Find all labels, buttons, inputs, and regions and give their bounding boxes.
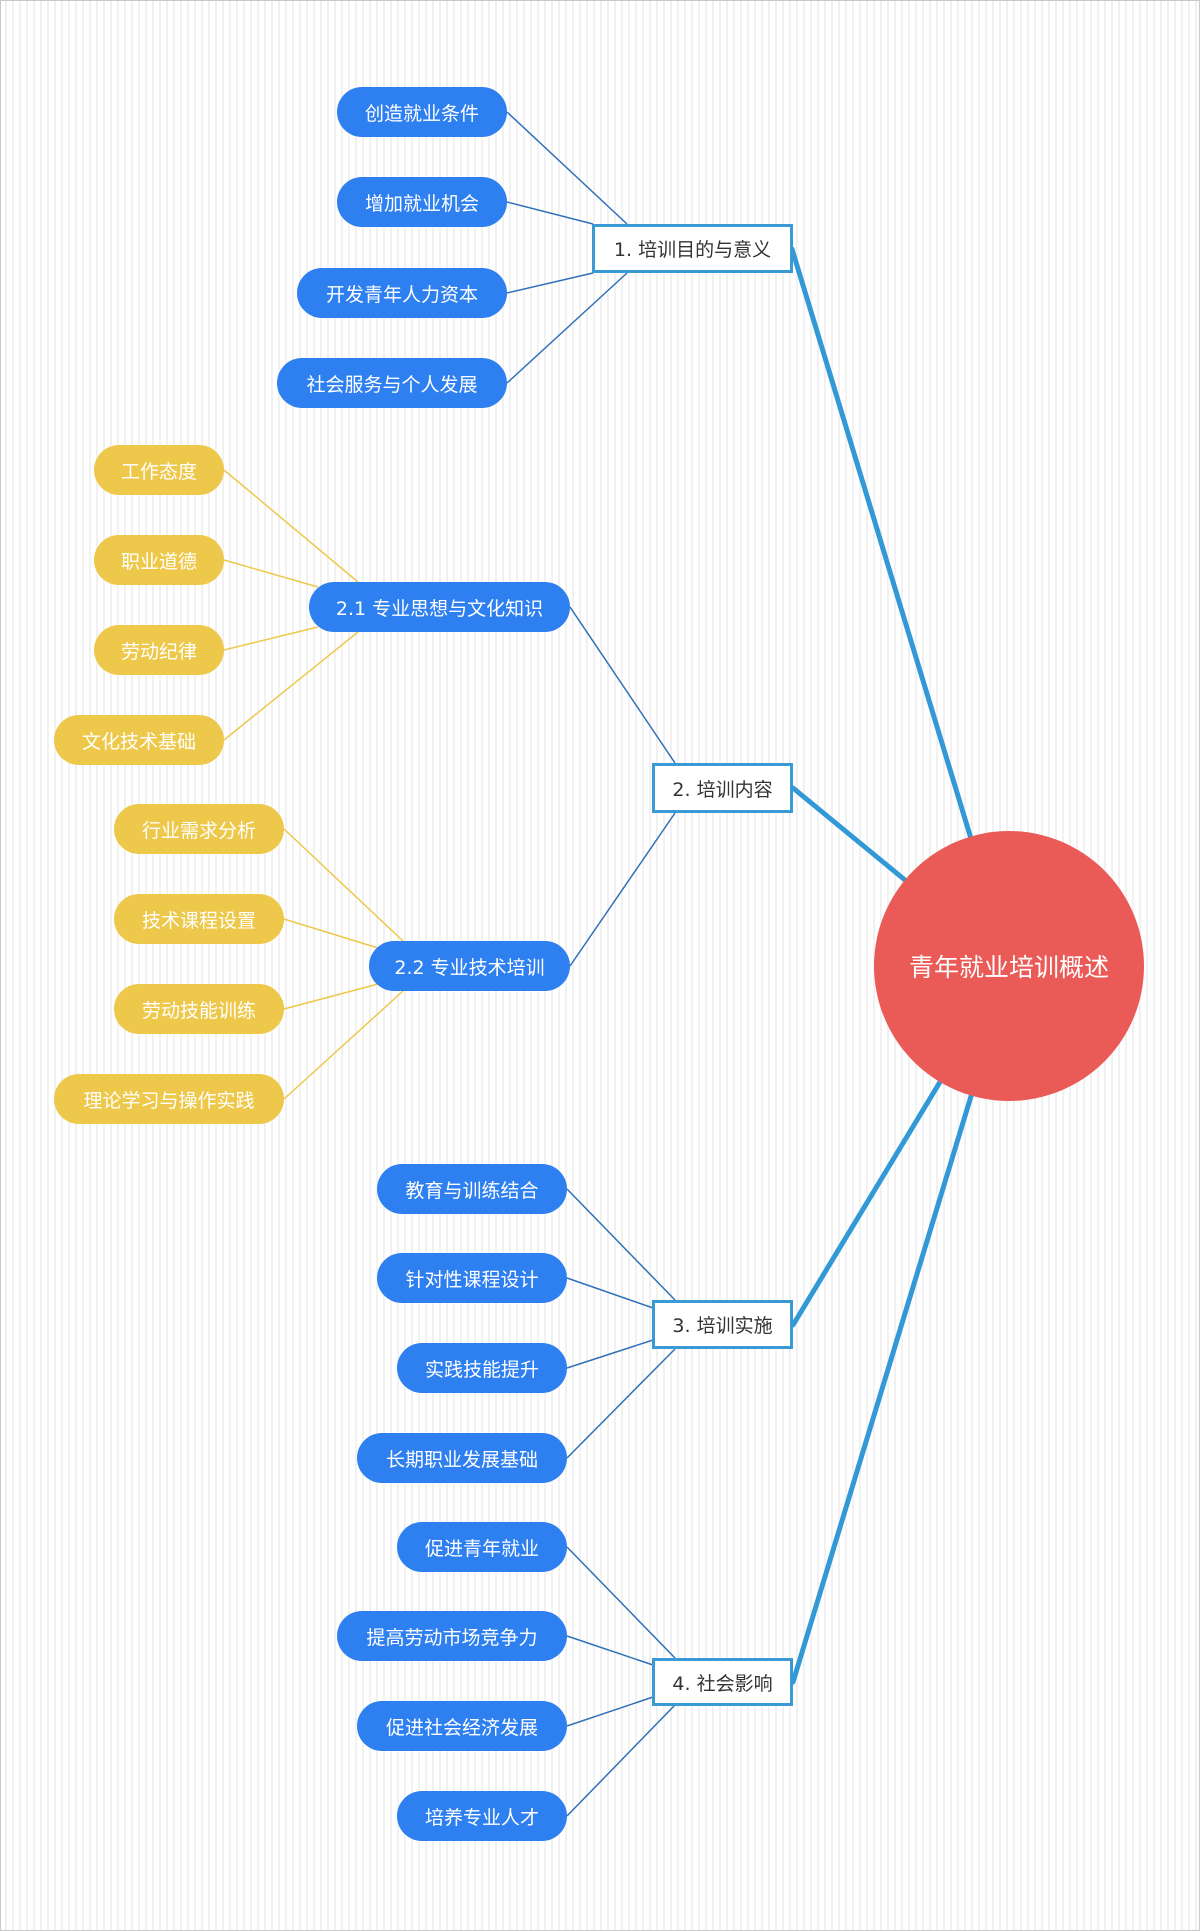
line-b4-c4 <box>566 1704 676 1817</box>
line-s2-c2 <box>283 918 379 949</box>
line-b3-c3 <box>566 1339 654 1369</box>
line-b1-c4 <box>506 272 628 384</box>
line-s2-c4 <box>283 990 404 1100</box>
line-root-b2 <box>790 785 908 883</box>
s2-item-2[interactable]: 技术课程设置 <box>114 894 284 944</box>
line-b2-s1 <box>569 606 676 764</box>
b1-item-4[interactable]: 社会服务与个人发展 <box>277 358 507 408</box>
line-b3-c4 <box>566 1348 676 1459</box>
branch-3-topic[interactable]: 3. 培训实施 <box>652 1300 793 1349</box>
line-s1-c1 <box>223 469 359 583</box>
s1-item-4[interactable]: 文化技术基础 <box>54 715 224 765</box>
b4-item-2[interactable]: 提高劳动市场竞争力 <box>337 1611 567 1661</box>
branch-4-topic[interactable]: 4. 社会影响 <box>652 1658 793 1706</box>
line-root-b3 <box>790 1079 943 1328</box>
line-b2-s2 <box>569 812 676 967</box>
line-b4-c3 <box>566 1696 654 1727</box>
b3-item-4[interactable]: 长期职业发展基础 <box>357 1433 567 1483</box>
line-b3-c1 <box>566 1188 676 1301</box>
line-b4-c1 <box>566 1546 676 1659</box>
s2-item-1[interactable]: 行业需求分析 <box>114 804 284 854</box>
line-b1-c1 <box>506 111 628 225</box>
b3-item-3[interactable]: 实践技能提升 <box>397 1343 567 1393</box>
line-s1-c3 <box>223 626 319 651</box>
s1-item-1[interactable]: 工作态度 <box>94 445 224 495</box>
b1-item-2[interactable]: 增加就业机会 <box>337 177 507 227</box>
b3-item-2[interactable]: 针对性课程设计 <box>377 1253 567 1303</box>
s1-item-3[interactable]: 劳动纪律 <box>94 625 224 675</box>
root-topic[interactable]: 青年就业培训概述 <box>874 831 1144 1101</box>
line-root-b1 <box>789 246 975 845</box>
b4-item-3[interactable]: 促进社会经济发展 <box>357 1701 567 1751</box>
branch-1-topic[interactable]: 1. 培训目的与意义 <box>592 224 793 273</box>
b3-item-1[interactable]: 教育与训练结合 <box>377 1164 567 1214</box>
s2-item-3[interactable]: 劳动技能训练 <box>114 984 284 1034</box>
b4-item-4[interactable]: 培养专业人才 <box>397 1791 567 1841</box>
b1-item-3[interactable]: 开发青年人力资本 <box>297 268 507 318</box>
line-s2-c3 <box>283 983 379 1010</box>
line-b1-c2 <box>506 201 594 225</box>
b2-sub-1[interactable]: 2.1 专业思想与文化知识 <box>309 582 570 632</box>
line-s2-c1 <box>283 828 404 942</box>
b1-item-1[interactable]: 创造就业条件 <box>337 87 507 137</box>
line-b1-c3 <box>506 272 594 294</box>
line-s1-c4 <box>223 631 359 741</box>
b4-item-1[interactable]: 促进青年就业 <box>397 1522 567 1572</box>
s1-item-2[interactable]: 职业道德 <box>94 535 224 585</box>
line-root-b4 <box>790 1090 975 1685</box>
b2-sub-2[interactable]: 2.2 专业技术培训 <box>369 941 570 991</box>
line-b4-c2 <box>566 1635 654 1666</box>
line-s1-c2 <box>223 559 319 588</box>
branch-2-topic[interactable]: 2. 培训内容 <box>652 763 793 813</box>
line-b3-c2 <box>566 1277 654 1309</box>
s2-item-4[interactable]: 理论学习与操作实践 <box>54 1074 284 1124</box>
